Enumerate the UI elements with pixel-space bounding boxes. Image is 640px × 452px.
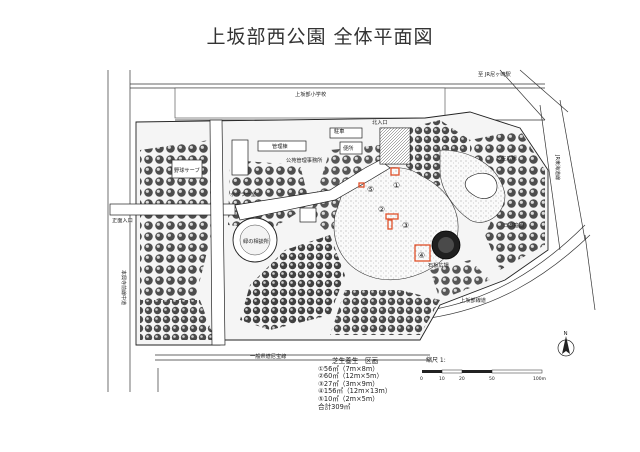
legend-item-4: ④156㎡（12m×13m） bbox=[318, 387, 392, 396]
label-boiler: ボイラー室 bbox=[230, 190, 256, 198]
marker-labels: ① ② ③ ④ ⑤ bbox=[367, 181, 425, 260]
fountain-plaza bbox=[431, 230, 461, 260]
label-admin: 管理棟 bbox=[272, 142, 288, 150]
label-rail-east: JR東海道線 bbox=[554, 154, 561, 180]
map-labels: 上坂部小学校 北入口 至 JR尼ヶ崎駅 駐車 便所 管理棟 公苑管理事務所 野球… bbox=[112, 70, 561, 360]
marker-label-5: ⑤ bbox=[367, 185, 374, 194]
label-fountain: 石板広場 bbox=[428, 261, 449, 269]
label-east-road: 上坂部線道 bbox=[460, 296, 486, 304]
north-arrow-icon: N bbox=[557, 331, 575, 357]
page-title: 上坂部西公園 全体平面図 bbox=[206, 26, 434, 48]
marker-label-1: ① bbox=[393, 181, 400, 190]
legend-item-5: ⑤10㎡（2m×5m） bbox=[318, 394, 379, 403]
north-stairs bbox=[379, 127, 411, 165]
label-jr-station: 至 JR尼ヶ崎駅 bbox=[478, 70, 512, 78]
label-sports: 野球サーブ bbox=[174, 166, 200, 174]
school-block bbox=[174, 87, 446, 119]
legend-item-3: ③27㎡（3m×9m） bbox=[318, 379, 379, 388]
label-management-office: 公苑管理事務所 bbox=[286, 156, 322, 164]
label-japanese-garden: 日本庭園 bbox=[503, 221, 524, 229]
legend-item-2: ②60㎡（12m×5m） bbox=[318, 372, 384, 381]
label-lawn-plaza: 芝生広場 bbox=[496, 154, 517, 162]
lawn-markers bbox=[358, 167, 431, 262]
legend-item-1: ①56㎡（7m×8m） bbox=[318, 364, 379, 373]
label-north-entrance: 北入口 bbox=[372, 118, 388, 126]
scale-ticks: 0 10 20 50 100m bbox=[420, 376, 546, 382]
marker-label-4: ④ bbox=[418, 251, 425, 260]
japanese-garden bbox=[464, 172, 498, 199]
marker-label-3: ③ bbox=[402, 221, 409, 230]
scale-tick-4: 100m bbox=[533, 376, 546, 382]
marker-rect-4 bbox=[414, 244, 431, 262]
scale-bar bbox=[422, 369, 543, 374]
scale-tick-0: 0 bbox=[420, 376, 423, 382]
marker-rect-3 bbox=[387, 219, 393, 230]
marker-rect-2 bbox=[385, 213, 399, 220]
label-toilet: 便所 bbox=[343, 144, 353, 152]
label-school: 上坂部小学校 bbox=[295, 90, 326, 98]
legend: 芝生養生 区画 ①56㎡（7m×8m） ②60㎡（12m×5m） ③27㎡（3m… bbox=[318, 357, 392, 411]
marker-rect-1 bbox=[390, 167, 400, 176]
label-east-entrance: 正面入口 bbox=[112, 217, 133, 224]
label-south-road: 一般県道尼宝線 bbox=[250, 352, 286, 360]
legend-header: 芝生養生 区画 bbox=[332, 357, 379, 365]
legend-total: 合計309㎡ bbox=[318, 402, 351, 411]
scale-label: 縮尺 1: bbox=[426, 356, 446, 364]
buildings bbox=[171, 127, 363, 223]
midori-plaza bbox=[232, 217, 278, 263]
svg-text:N: N bbox=[564, 331, 568, 337]
label-west-road: 本興寺前線中道 bbox=[120, 270, 127, 305]
marker-rect-5 bbox=[358, 182, 365, 188]
scale-tick-2: 20 bbox=[459, 376, 465, 382]
label-parking: 駐車 bbox=[334, 127, 344, 135]
label-midori-shop: 緑の相談所 bbox=[243, 237, 269, 245]
marker-label-2: ② bbox=[378, 205, 385, 214]
scale-tick-1: 10 bbox=[439, 376, 445, 382]
scale-tick-3: 50 bbox=[489, 376, 495, 382]
